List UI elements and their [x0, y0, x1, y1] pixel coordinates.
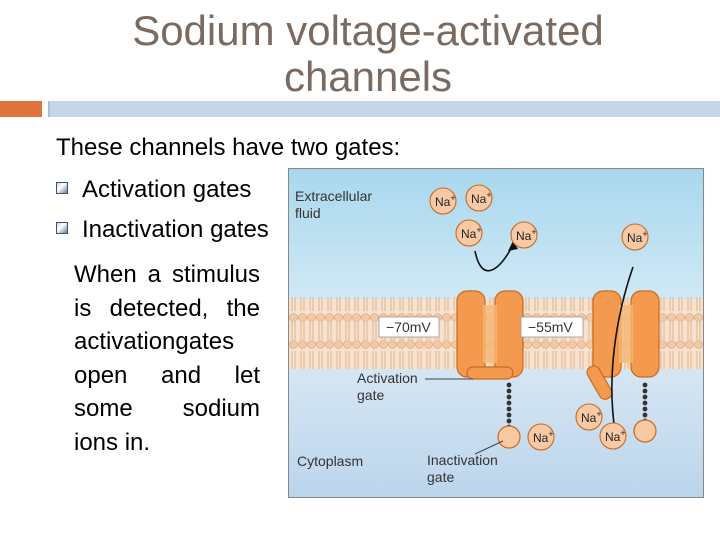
ion-label: Na — [461, 227, 477, 241]
voltage-box-left — [378, 316, 440, 338]
activation-gate-label-line-1: Activation — [357, 370, 418, 386]
ion-flow-arrow-outside — [474, 244, 514, 272]
cytoplasm-label: Cytoplasm — [297, 453, 363, 469]
inactivation-gate-ball — [497, 425, 521, 449]
bullet-label: Activation gates — [82, 176, 252, 203]
ion-label: Na — [581, 411, 597, 425]
sodium-ion: Na+ — [465, 184, 493, 212]
ion-label: Na — [605, 430, 621, 444]
inactivation-gate-leader — [474, 440, 504, 455]
svg-text:Na+: Na+ — [581, 409, 602, 425]
slide-title: Sodium voltage-activated channels — [60, 8, 676, 100]
sodium-ion: Na+ — [527, 423, 555, 451]
channel-diagram: Na+ Na+ Na+ Na+ Na+ Na+ Na+ Na+ — [289, 169, 703, 497]
ion-charge: + — [596, 409, 601, 419]
ion-label: Na — [435, 195, 451, 209]
ion-label: Na — [627, 231, 643, 245]
accent-bar-orange — [0, 101, 42, 117]
ion-label: Na — [516, 229, 532, 243]
channel-right — [586, 290, 660, 443]
ion-charge: + — [476, 225, 481, 235]
inactivation-gate-label-line-1: Inactivation — [427, 452, 498, 468]
svg-text:Na+: Na+ — [461, 225, 482, 241]
sodium-ion: Na+ — [455, 219, 483, 247]
title-line-2: channels — [283, 53, 453, 100]
ion-label: Na — [471, 192, 487, 206]
activation-gate-open — [586, 365, 613, 400]
channel-left — [456, 290, 524, 449]
inactivation-gate-label-line-2: gate — [427, 469, 454, 485]
voltage-left: −70mV — [386, 319, 431, 335]
svg-text:Na+: Na+ — [435, 193, 456, 209]
title-line-1: Sodium voltage-activated — [132, 7, 604, 54]
bullet-label: Inactivation gates — [82, 216, 269, 243]
bullet-inactivation: Inactivation gates — [56, 216, 269, 244]
sodium-channel-figure: Na+ Na+ Na+ Na+ Na+ Na+ Na+ Na+ — [288, 168, 704, 498]
ion-flow-arrow-inward — [611, 266, 634, 432]
svg-text:Na+: Na+ — [471, 190, 492, 206]
extracellular-label-line-2: fluid — [295, 205, 321, 221]
voltage-right: −55mV — [528, 319, 573, 335]
ion-label: Na — [533, 431, 549, 445]
bullet-activation: Activation gates — [56, 176, 251, 204]
ion-charge: + — [620, 428, 625, 438]
bullet-box-icon — [56, 221, 68, 234]
ion-charge: + — [486, 190, 491, 200]
sodium-ion: Na+ — [429, 187, 457, 215]
arrowhead-icon — [508, 241, 518, 251]
svg-text:Na+: Na+ — [533, 429, 554, 445]
sodium-ion: Na+ — [510, 221, 538, 249]
svg-text:Na+: Na+ — [605, 428, 626, 444]
accent-bar-blue — [48, 101, 720, 117]
inactivation-gate-ball — [633, 419, 657, 443]
body-text: When a stimulus is detected, the activat… — [74, 261, 260, 456]
svg-text:Na+: Na+ — [516, 227, 537, 243]
activation-gate-closed — [466, 366, 514, 380]
ion-charge: + — [642, 229, 647, 239]
voltage-box-right — [520, 316, 584, 338]
activation-gate-label-line-2: gate — [357, 387, 384, 403]
bullet-box-icon — [56, 181, 68, 194]
ion-charge: + — [531, 227, 536, 237]
extracellular-label-line-1: Extracellular — [295, 188, 372, 204]
ion-charge: + — [548, 429, 553, 439]
sodium-ion: Na+ — [575, 403, 603, 431]
ion-charge: + — [450, 193, 455, 203]
svg-text:Na+: Na+ — [627, 229, 648, 245]
sodium-ion: Na+ — [599, 422, 627, 450]
sodium-ion: Na+ — [621, 223, 649, 251]
intro-text: These channels have two gates: — [56, 134, 401, 161]
